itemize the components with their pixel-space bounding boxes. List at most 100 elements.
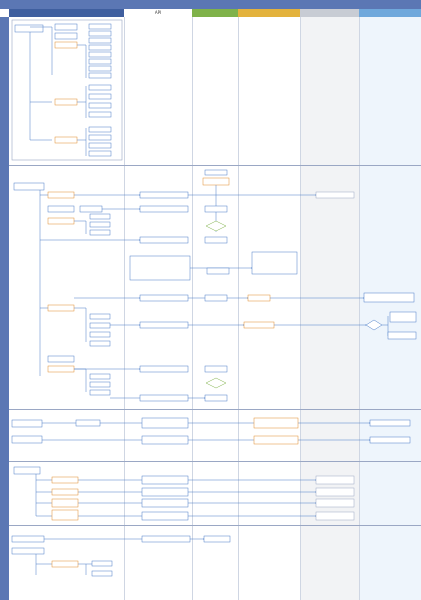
process-box [315,511,355,521]
process-box [141,498,189,508]
process-box [369,436,411,444]
process-box-highlight [47,191,75,199]
process-box [139,236,189,244]
process-box [89,322,111,329]
process-box [88,65,112,72]
note-box [251,251,298,275]
process-box [88,44,112,51]
process-box [363,292,415,303]
connector-line [77,44,87,78]
section-frame [11,19,123,161]
connector-line [74,368,87,392]
process-box [203,535,231,543]
process-box-highlight [51,476,79,484]
process-box [204,394,228,402]
process-box [13,182,45,191]
process-box [88,23,112,30]
connector-line [74,220,87,234]
process-box [139,321,189,329]
process-box-highlight [51,560,79,568]
process-box [88,150,112,157]
process-box [89,381,111,388]
process-box [88,37,112,44]
process-box [88,51,112,58]
lane-header-4 [238,9,300,17]
process-box [369,419,411,427]
process-box [14,24,44,33]
process-box-highlight [54,98,78,106]
process-box [141,435,189,445]
process-box-highlight [253,417,299,429]
lane-header-3 [192,9,238,17]
process-box [139,365,189,373]
process-box [204,205,228,213]
process-box-highlight [202,177,230,186]
section-3-group [11,417,411,445]
band-divider [9,409,421,410]
process-box [88,142,112,149]
connector-line [382,316,389,336]
section-1-group [11,19,123,161]
process-box [89,229,111,236]
lane-6-background [359,17,421,600]
process-box [54,32,78,40]
note-box [129,255,191,281]
process-box [89,313,111,320]
diagram-title-bar [0,0,421,9]
process-box [88,84,112,91]
band-divider [9,461,421,462]
connector-line [77,128,87,156]
process-box [88,102,112,109]
process-box [139,191,189,199]
process-box [315,498,355,508]
process-box [11,435,43,444]
section-2-group [13,169,417,402]
process-box [206,267,230,275]
process-box-highlight [243,321,275,329]
process-box [88,30,112,37]
process-box [315,475,355,485]
process-box [89,389,111,396]
process-box [88,134,112,141]
process-box [13,466,41,475]
process-box [204,169,228,176]
process-box [315,191,355,199]
process-box [88,72,112,79]
connector-line [78,563,92,575]
process-box [204,236,228,244]
process-box [204,294,228,302]
process-box [89,221,111,228]
process-box [88,111,112,118]
lane-header-5 [300,9,359,17]
process-box [141,487,189,497]
process-box-highlight [247,294,271,302]
process-box [75,419,101,427]
band-divider [9,525,421,526]
connector-arrow [40,298,140,309]
process-box [54,23,78,31]
process-box [387,331,417,340]
process-box [139,294,189,302]
decision-diamond [205,220,227,232]
phase-sidebar [0,17,9,600]
process-box [47,355,75,363]
process-box-highlight [253,435,299,445]
process-box [79,205,103,213]
process-box [89,331,111,338]
process-box [315,487,355,497]
process-box [11,419,43,428]
section-5-group [11,535,231,577]
connector-line [35,554,52,575]
process-box [204,365,228,373]
process-box-highlight [51,498,79,508]
process-box [91,560,113,567]
process-box [88,93,112,100]
process-box [141,417,189,429]
process-box [139,205,189,213]
decision-diamond [365,319,383,331]
process-box [89,340,111,347]
lane-header-1 [9,9,124,17]
process-box [141,535,191,543]
process-box [11,547,45,555]
